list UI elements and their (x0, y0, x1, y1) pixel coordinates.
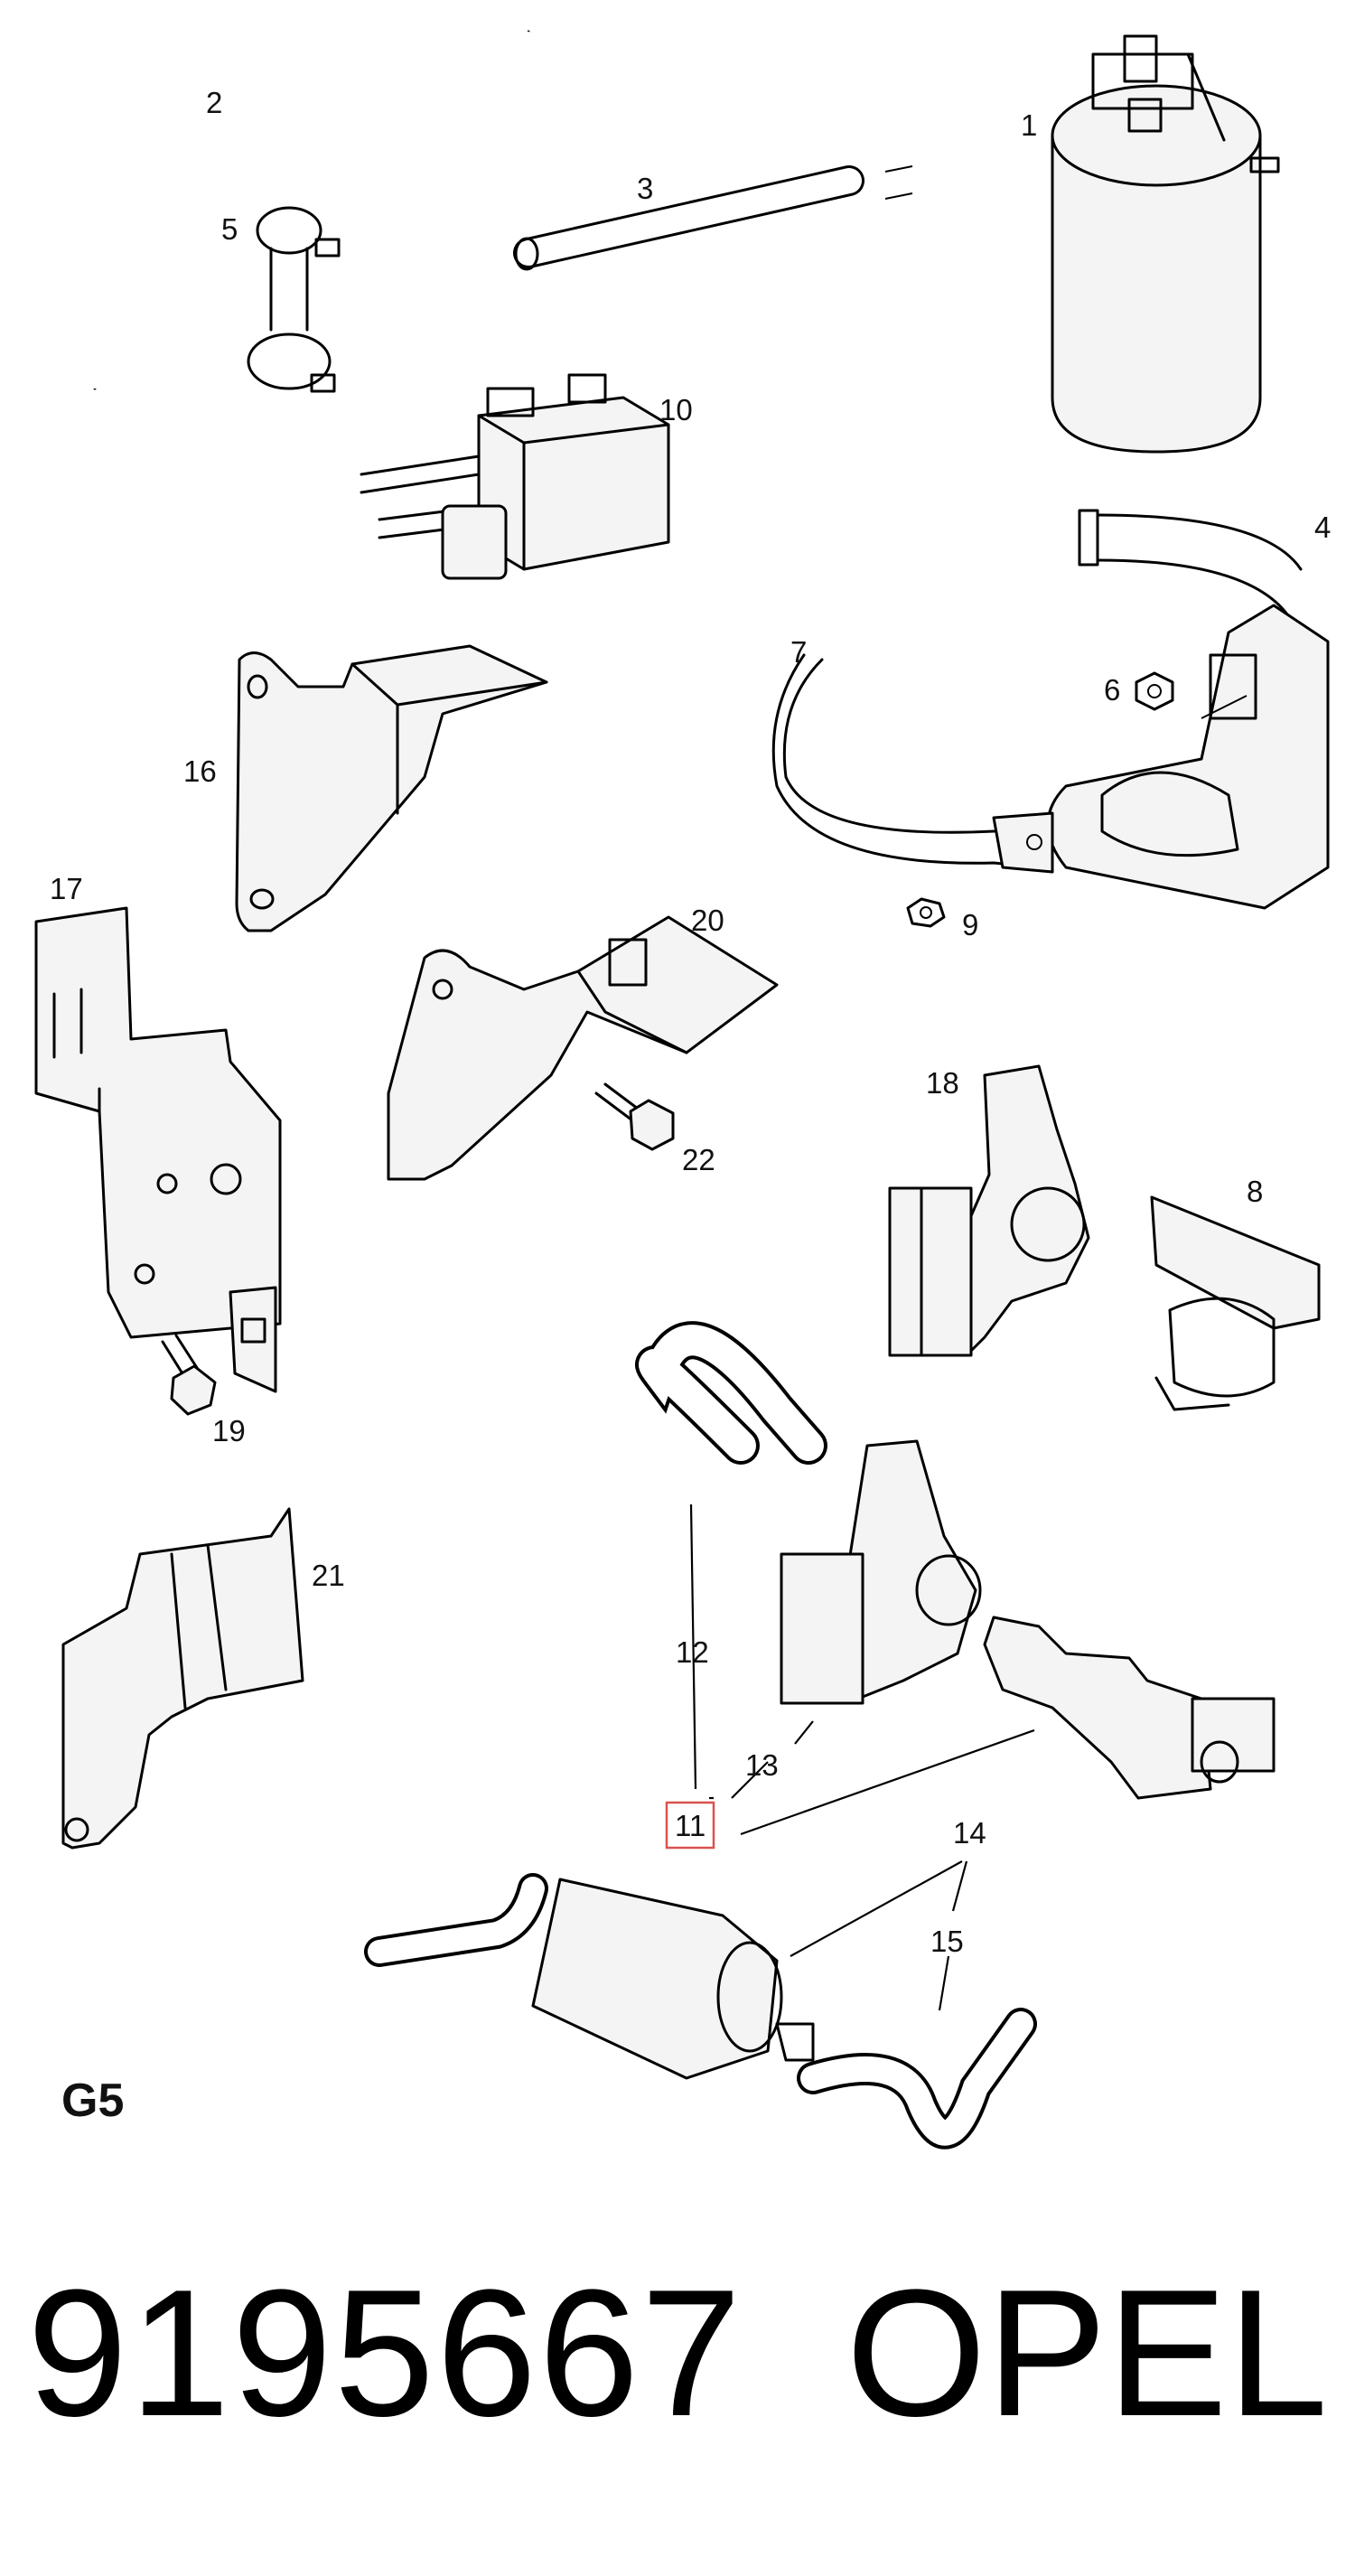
part-8-clamp (1150, 1195, 1321, 1411)
callout-14: 14 (953, 1816, 986, 1850)
part-7-strap (771, 653, 1054, 874)
callout-11[interactable]: 11 (675, 1809, 706, 1842)
part-17-bracket-plate (34, 906, 282, 1393)
part-19-bolt (161, 1334, 217, 1416)
part-18-clamp (888, 1064, 1090, 1357)
part-22-bolt (594, 1082, 675, 1151)
callouts: 1 2 3 4 5 6 7 8 9 10 12 13 14 15 16 17 1… (50, 86, 1331, 1958)
part-6-nut (1135, 671, 1174, 711)
part-10-solenoid-valve (360, 373, 670, 580)
part-4-strap-bracket (1046, 509, 1330, 910)
callout-1: 1 (1021, 108, 1037, 142)
callout-5: 5 (221, 212, 238, 246)
callout-17: 17 (50, 872, 83, 905)
callout-10: 10 (659, 393, 693, 426)
callout-13: 13 (745, 1748, 779, 1782)
leader-lines (689, 1503, 1035, 2011)
brand-name: OPEL (846, 2253, 1328, 2454)
part-11-valve-assembly (983, 1616, 1276, 1800)
callout-20: 20 (691, 904, 724, 937)
callout-19: 19 (212, 1414, 246, 1447)
part-9-nut (906, 897, 946, 928)
part-5-clip (247, 206, 341, 393)
part-3-hose (513, 165, 913, 271)
part-number: 9195667 (27, 2253, 743, 2454)
part-13-hose-clamp (635, 1321, 982, 1705)
callout-16: 16 (183, 754, 217, 788)
callout-4: 4 (1314, 511, 1331, 544)
part-1-canister (1051, 34, 1280, 454)
callout-22: 22 (682, 1143, 715, 1176)
highlight-box (665, 1801, 715, 1850)
callout-21: 21 (312, 1559, 345, 1592)
callout-6: 6 (1104, 673, 1120, 707)
section-label: G5 (61, 2075, 125, 2127)
callout-7: 7 (790, 635, 807, 669)
part-21-bracket (61, 1507, 304, 1850)
callout-8: 8 (1247, 1175, 1263, 1208)
callout-3: 3 (637, 172, 653, 205)
part-20-bracket (387, 915, 779, 1181)
callout-12: 12 (676, 1635, 709, 1669)
part-15-hose (797, 2008, 1037, 2150)
callout-15: 15 (930, 1925, 964, 1958)
part-14-filter (364, 1873, 815, 2080)
part-2-hose (86, 28, 537, 390)
callout-9: 9 (962, 908, 978, 941)
part-16-bracket (235, 644, 548, 932)
callout-18: 18 (926, 1066, 959, 1100)
callout-2: 2 (206, 86, 222, 119)
